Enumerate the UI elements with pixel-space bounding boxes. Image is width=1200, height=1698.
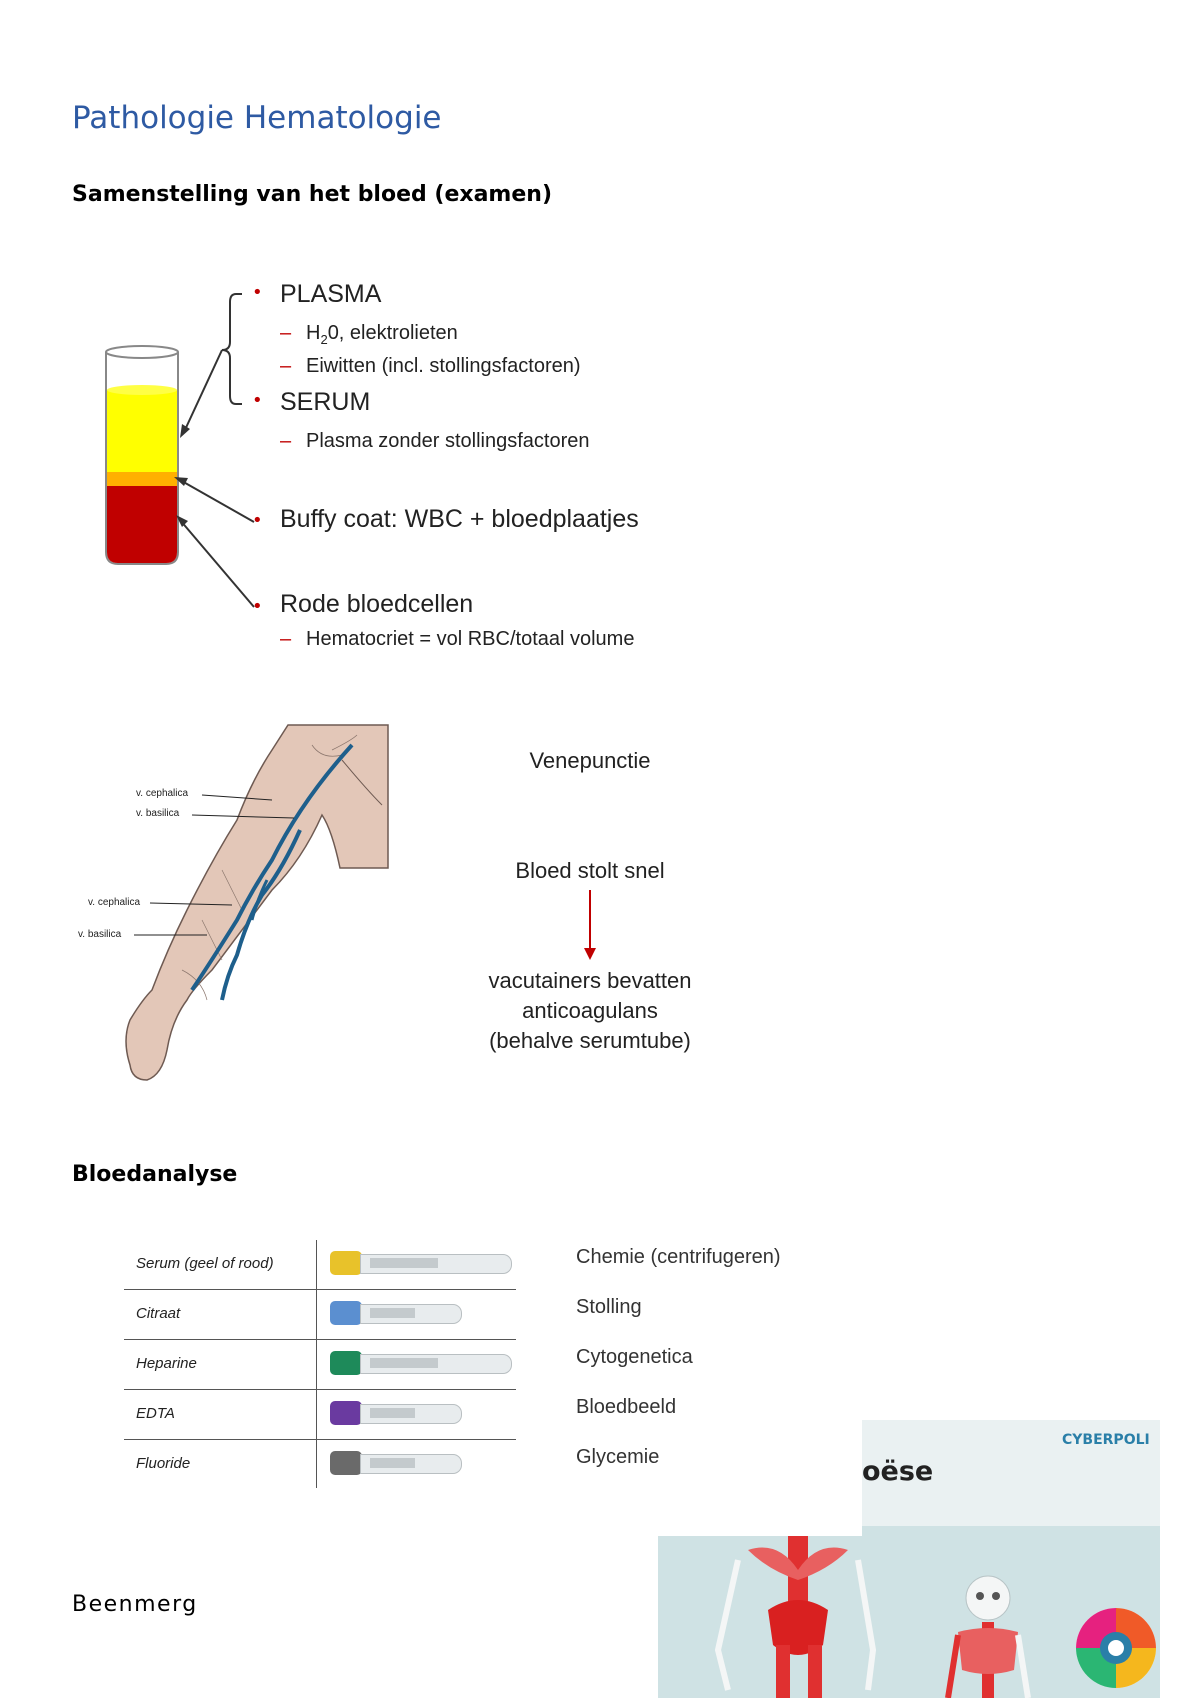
- plasma-proteins: Eiwitten (incl. stollingsfactoren): [306, 355, 581, 377]
- tube-use-label: Cytogenetica: [576, 1346, 693, 1368]
- page-title: Pathologie Hematologie: [72, 100, 442, 136]
- arm-veins-figure: v. cephalica v. basilica v. cephalica v.…: [72, 720, 402, 1090]
- bullet-serum: •: [252, 390, 263, 411]
- plasma-layer: [107, 390, 177, 472]
- buffy-coat-layer: [107, 472, 177, 486]
- serum-description: Plasma zonder stollingsfactoren: [306, 430, 590, 452]
- tube-type-label: Heparine: [136, 1355, 197, 1372]
- arm-label-cephalica-upper: v. cephalica: [136, 788, 189, 799]
- tube-type-label: Citraat: [136, 1305, 181, 1322]
- vacutainer-tube-image: [330, 1251, 520, 1275]
- arm-label-cephalica-lower: v. cephalica: [88, 897, 141, 908]
- tube-use-label: Glycemie: [576, 1446, 660, 1468]
- table-row-divider: [124, 1289, 516, 1290]
- rbc-label: Rode bloedcellen: [280, 590, 474, 618]
- section-heading-bone-marrow: Beenmerg: [72, 1592, 198, 1617]
- arm-label-basilica-upper: v. basilica: [136, 808, 180, 819]
- table-divider: [316, 1240, 317, 1488]
- vacutainer-tube-image: [330, 1351, 520, 1375]
- vacutainer-note-line1: vacutainers bevatten: [488, 968, 692, 993]
- slide-heading-fragment: oëse: [862, 1456, 934, 1487]
- dash-marker: –: [280, 628, 292, 650]
- bullet-buffy: •: [252, 510, 263, 531]
- tube-row: Citraat: [124, 1290, 516, 1340]
- vacutainer-note: vacutainers bevatten anticoagulans (beha…: [440, 966, 740, 1056]
- bullet-rbc: •: [252, 596, 263, 617]
- vacutainer-note-line3: (behalve serumtube): [489, 1028, 691, 1053]
- tube-type-label: Serum (geel of rood): [136, 1255, 274, 1272]
- arm-illustration: [125, 724, 389, 1081]
- bullet-plasma: •: [252, 282, 263, 303]
- buffy-coat-label: Buffy coat: WBC + bloedplaatjes: [280, 505, 639, 533]
- tube-use-label: Chemie (centrifugeren): [576, 1246, 781, 1268]
- down-arrow-icon: [584, 890, 596, 960]
- venipuncture-text: Venepunctie: [529, 748, 651, 773]
- section-heading-blood-analysis: Bloedanalyse: [72, 1162, 238, 1187]
- tube-type-label: EDTA: [136, 1405, 175, 1422]
- tube-type-label: Fluoride: [136, 1455, 191, 1472]
- table-row-divider: [124, 1439, 516, 1440]
- dash-marker: –: [280, 430, 292, 452]
- tube-row: Serum (geel of rood): [124, 1240, 516, 1290]
- tube-row: Heparine: [124, 1340, 516, 1390]
- section-heading-composition: Samenstelling van het bloed (examen): [72, 182, 552, 207]
- table-row-divider: [124, 1389, 516, 1390]
- bone-marrow-image: CYBERPOLI oëse: [658, 1420, 1160, 1698]
- blood-composition-figure: • PLASMA – H20, elektrolieten – Eiwitten…: [94, 262, 704, 687]
- plasma-label: PLASMA: [280, 280, 382, 308]
- plasma-water-electrolytes: H20, elektrolieten: [306, 322, 458, 347]
- skeleton-illustration: [714, 1536, 1156, 1698]
- table-row-divider: [124, 1339, 516, 1340]
- vacutainer-tube-image: [330, 1451, 470, 1475]
- red-cell-layer: [107, 486, 177, 563]
- vacutainer-tube-image: [330, 1301, 470, 1325]
- vacutainer-note-line2: anticoagulans: [522, 998, 658, 1023]
- arm-label-basilica-lower: v. basilica: [78, 929, 122, 940]
- brand-logo-text: CYBERPOLI: [1062, 1432, 1150, 1448]
- blood-tube-illustration: [105, 293, 255, 608]
- dash-marker: –: [280, 355, 292, 377]
- tube-use-label: Bloedbeeld: [576, 1396, 677, 1418]
- dash-marker: –: [280, 322, 292, 344]
- clotting-text: Bloed stolt snel: [515, 858, 665, 883]
- serum-label: SERUM: [280, 388, 371, 416]
- vacutainer-tube-image: [330, 1401, 470, 1425]
- tube-row: EDTA: [124, 1390, 516, 1440]
- tube-use-label: Stolling: [576, 1296, 642, 1318]
- tube-row: Fluoride: [124, 1440, 516, 1490]
- hematocrit-definition: Hematocriet = vol RBC/totaal volume: [306, 628, 635, 650]
